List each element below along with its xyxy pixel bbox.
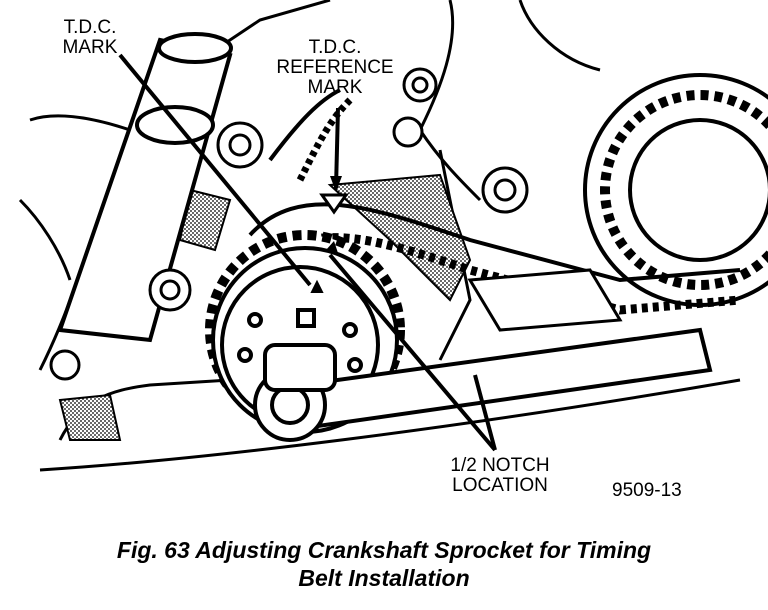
notch-line-2: LOCATION [452,475,548,496]
tdc-ref-line-2: REFERENCE [276,57,394,78]
tdc-mark-line-2: MARK [62,37,118,58]
shaded-region [58,393,122,441]
caption-line-2: Belt Installation [298,565,470,591]
crankshaft-sprocket-illustration [18,0,768,472]
figure-caption: Fig. 63 Adjusting Crankshaft Sprocket fo… [0,536,768,592]
leader-arrowheads [326,176,342,253]
figure-code: 9509-13 [612,480,682,501]
notch-line-1: 1/2 NOTCH [450,455,550,476]
tdc-reference-mark-label: T.D.C. REFERENCE MARK [270,38,400,98]
camshaft-sprocket [583,73,768,307]
shaded-region [327,173,472,302]
tdc-mark-triangle [310,279,324,293]
bolts [49,67,438,381]
tensioner [467,166,623,332]
tdc-mark-line-1: T.D.C. [63,17,117,38]
leader-lines [118,53,497,452]
tdc-ref-line-1: T.D.C. [308,37,362,58]
tdc-mark-label: T.D.C. MARK [40,18,140,58]
wrench [253,327,713,442]
timing-belt [248,88,741,315]
tool-handle [57,32,233,343]
caption-line-1: Fig. 63 Adjusting Crankshaft Sprocket fo… [116,537,652,563]
half-notch-location-label: 1/2 NOTCH LOCATION [435,456,565,496]
tdc-ref-line-3: MARK [307,77,363,98]
tdc-reference-triangle [319,193,349,215]
